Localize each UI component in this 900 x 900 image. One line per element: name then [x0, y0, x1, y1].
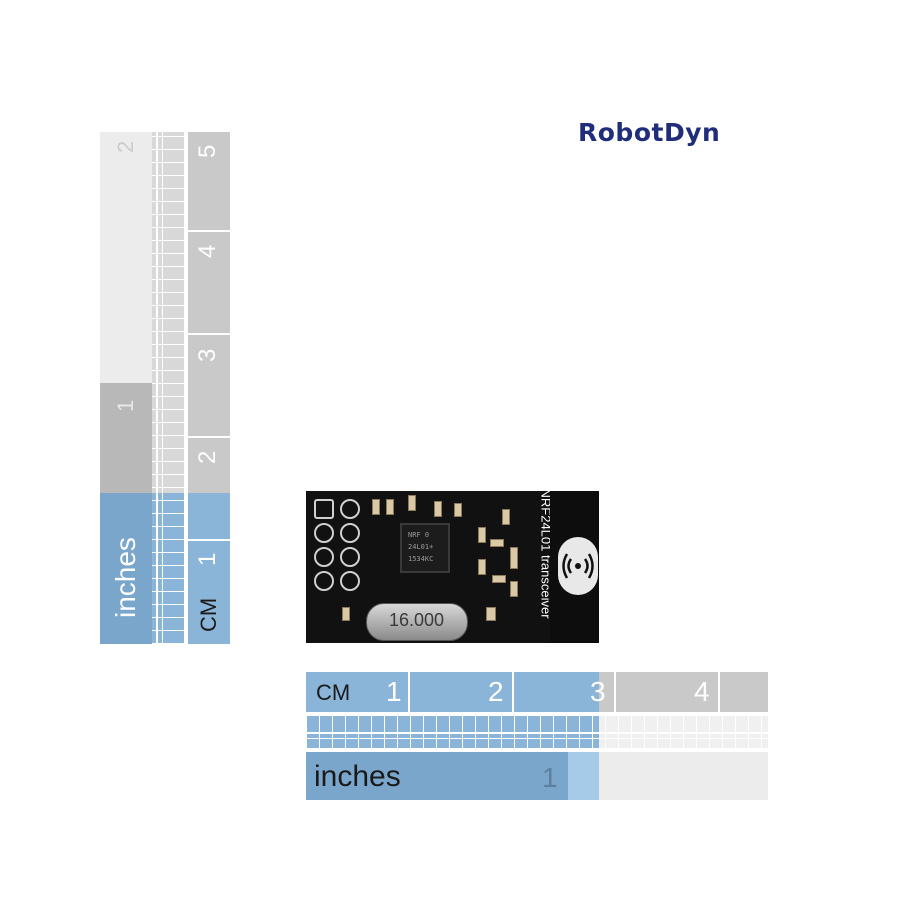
hinch-number-1: 1	[542, 762, 558, 793]
tick-lines-2	[162, 132, 163, 644]
smd-component-icon	[502, 509, 510, 525]
hcm-number-1: 1	[386, 676, 402, 707]
inch-strip-gray	[100, 383, 152, 493]
hinch-strip-blue-light	[568, 752, 599, 800]
vertical-ruler: inches 1 2 CM 1 2 3 4 5	[100, 132, 230, 644]
inch-strip-blue	[100, 493, 152, 644]
cm-strip-gray	[188, 132, 230, 493]
chip-text-line: NRF 0	[408, 531, 430, 539]
htick-line-2	[306, 738, 768, 739]
tick-lines	[156, 132, 158, 644]
pin-hole-icon	[314, 571, 334, 591]
htick-line-1	[306, 732, 768, 734]
hcm-number-4: 4	[694, 676, 710, 707]
inch-number-2: 2	[113, 140, 138, 153]
hcm-label: CM	[316, 680, 351, 705]
horizontal-ruler: CM 1 2 3 4 inches 1	[306, 672, 768, 800]
hcm-divider-4	[718, 672, 720, 712]
smd-component-icon	[386, 499, 394, 515]
hcm-divider-3	[614, 672, 616, 712]
cm-number-5: 5	[194, 144, 221, 158]
pin-header-square-icon	[314, 499, 334, 519]
cm-label: CM	[196, 597, 221, 632]
smd-component-icon	[408, 495, 416, 511]
smd-component-icon	[478, 527, 486, 543]
smd-component-icon	[490, 539, 504, 547]
pin-hole-icon	[340, 499, 360, 519]
cm-number-1: 1	[194, 552, 221, 566]
wireless-icon	[558, 537, 598, 595]
hinch-strip-light	[599, 752, 768, 800]
hcm-divider-1	[408, 672, 410, 712]
pin-hole-icon	[340, 547, 360, 567]
chip-text-line: 1534KC	[408, 555, 434, 563]
hcm-strip-gray	[599, 672, 768, 712]
crystal-oscillator: 16.000	[366, 603, 468, 641]
cm-number-4: 4	[194, 244, 221, 258]
nrf24l01-board: NRF 0 24L01+ 1534KC 16.000 NRF24L01 tran…	[306, 489, 599, 643]
smd-component-icon	[510, 547, 518, 569]
inch-label: inches	[110, 537, 141, 618]
robotdyn-logo: RobotDyn	[578, 118, 721, 147]
inch-strip-light	[100, 132, 152, 383]
smd-component-icon	[510, 581, 518, 597]
pin-hole-icon	[314, 547, 334, 567]
smd-component-icon	[342, 607, 350, 621]
smd-component-icon	[434, 501, 442, 517]
hinch-strip-blue-dark	[306, 752, 568, 800]
cm-strip-blue	[188, 493, 230, 644]
pin-hole-icon	[314, 523, 334, 543]
cm-divider-4	[188, 539, 230, 541]
smd-component-icon	[478, 559, 486, 575]
smd-component-icon	[486, 607, 496, 621]
hcm-number-2: 2	[488, 676, 504, 707]
smd-component-icon	[454, 503, 462, 517]
cm-number-2: 2	[194, 450, 221, 464]
nrf-chip: NRF 0 24L01+ 1534KC	[400, 523, 450, 573]
hcm-divider-2	[512, 672, 514, 712]
smd-component-icon	[492, 575, 506, 583]
pin-hole-icon	[340, 571, 360, 591]
hcm-strip-blue	[306, 672, 599, 712]
cm-divider-1	[188, 230, 230, 232]
chip-text-line: 24L01+	[408, 543, 434, 551]
hinch-label: inches	[314, 760, 401, 793]
wireless-glyph	[562, 553, 594, 579]
cm-number-3: 3	[194, 348, 221, 362]
pin-hole-icon	[340, 523, 360, 543]
hcm-number-3: 3	[590, 676, 606, 707]
smd-component-icon	[372, 499, 380, 515]
crystal-label: 16.000	[389, 610, 445, 630]
inch-number-1: 1	[113, 399, 138, 412]
cm-divider-2	[188, 333, 230, 335]
cm-divider-3	[188, 436, 230, 438]
